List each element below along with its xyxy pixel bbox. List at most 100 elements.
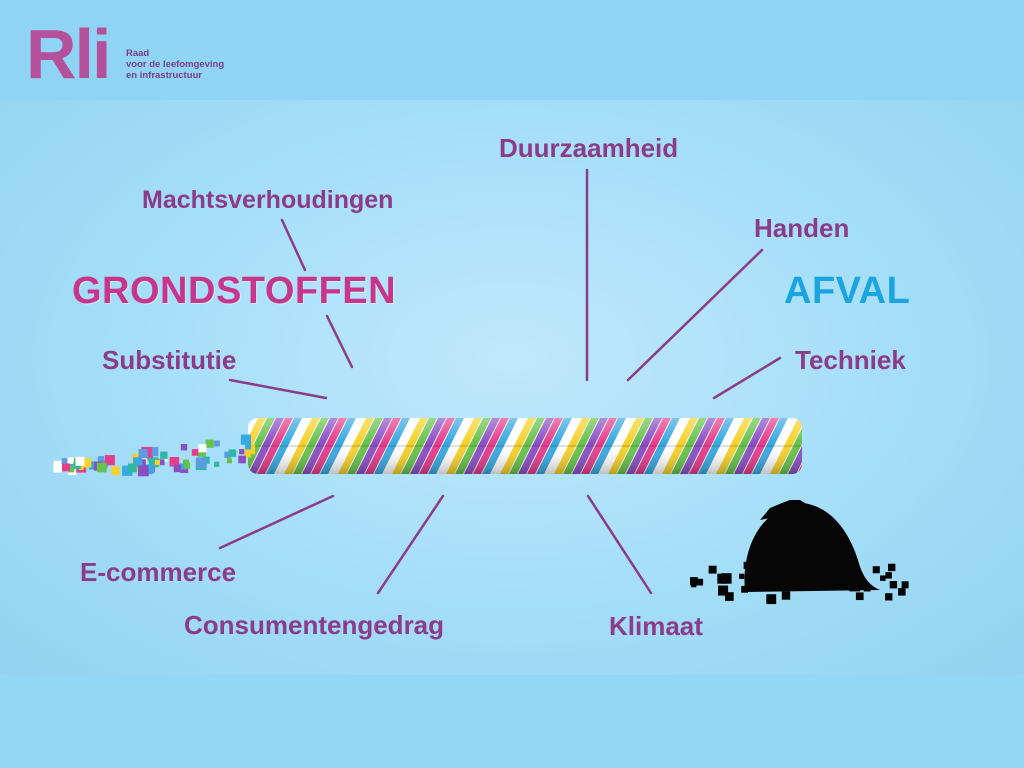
- waste-particle: [725, 592, 734, 601]
- material-cube: [214, 461, 220, 467]
- waste-particle: [708, 567, 715, 574]
- material-cube: [62, 463, 70, 472]
- material-cube: [198, 444, 207, 453]
- material-cube: [184, 462, 191, 469]
- label-machtsverhoudingen: Machtsverhoudingen: [142, 186, 394, 214]
- waste-particle: [901, 581, 909, 589]
- waste-particle: [835, 577, 841, 583]
- waste-particle: [855, 592, 864, 601]
- label-consumentengedrag: Consumentengedrag: [184, 610, 445, 640]
- material-cube: [169, 457, 180, 467]
- waste-particle: [762, 561, 769, 567]
- waste-particle: [888, 563, 896, 572]
- material-cube: [96, 462, 107, 473]
- connector-consumentengedrag: [376, 494, 445, 595]
- waste-particle: [815, 567, 824, 576]
- waste-particle: [781, 591, 791, 600]
- connector-substitutie: [228, 378, 328, 400]
- waste-particle: [853, 578, 862, 587]
- waste-particle: [885, 593, 893, 601]
- material-cube: [197, 448, 206, 457]
- waste-particle: [898, 588, 906, 596]
- waste-particle: [739, 573, 745, 579]
- material-cube: [111, 466, 120, 476]
- material-cube: [104, 455, 115, 466]
- material-cube: [147, 465, 155, 473]
- waste-particle: [743, 561, 751, 569]
- material-cube: [228, 449, 237, 457]
- material-cube: [158, 459, 165, 466]
- material-cube: [148, 457, 159, 468]
- material-cube: [179, 463, 186, 470]
- label-klimaat: Klimaat: [609, 611, 703, 641]
- material-cube: [67, 457, 74, 464]
- waste-particle: [766, 594, 777, 605]
- footer-band: [0, 675, 1024, 768]
- material-cube: [75, 456, 85, 466]
- connector-techniek: [712, 356, 782, 400]
- material-cube: [238, 455, 246, 464]
- material-cube: [78, 465, 84, 471]
- connector-lines: [218, 168, 782, 595]
- material-cube: [239, 449, 245, 455]
- raw-material-cubes: [53, 434, 255, 477]
- waste-particle: [750, 572, 758, 580]
- material-cube: [226, 458, 232, 464]
- material-cube: [173, 464, 182, 473]
- material-cube: [191, 449, 199, 456]
- waste-particle: [872, 566, 880, 574]
- waste-particle: [721, 573, 732, 584]
- material-cube: [122, 465, 133, 476]
- label-substitutie: Substitutie: [102, 345, 237, 375]
- waste-particle: [763, 579, 773, 588]
- waste-particle: [690, 581, 697, 588]
- connector-klimaat: [586, 494, 653, 595]
- logo-subtitle: Raad voor de leefomgeving en infrastruct…: [126, 48, 246, 81]
- material-cube: [245, 443, 251, 450]
- label-duurzaamheid: Duurzaamheid: [499, 133, 679, 163]
- rope-strand: [830, 412, 872, 480]
- label-handen: Handen: [754, 213, 850, 243]
- connector-machtsverhoudingen-upper: [280, 218, 307, 272]
- material-cube: [240, 434, 251, 445]
- waste-heap: [690, 500, 909, 605]
- waste-particle: [825, 578, 831, 585]
- waste-particle: [791, 565, 800, 574]
- logo-line-1: Raad: [126, 48, 150, 59]
- material-cube: [224, 451, 231, 458]
- material-cube: [180, 444, 188, 451]
- waste-particle: [798, 568, 808, 577]
- material-cube: [98, 456, 104, 462]
- rope-strand: [839, 412, 881, 480]
- logo-line-3: en infrastructuur: [126, 70, 203, 81]
- waste-particle: [758, 568, 767, 577]
- material-cube: [205, 439, 214, 448]
- waste-particle: [880, 575, 886, 581]
- logo-line-2: voor de leefomgeving: [126, 59, 225, 70]
- material-cube: [127, 463, 137, 473]
- waste-particle: [741, 585, 748, 593]
- material-cube: [68, 466, 75, 473]
- material-cube: [137, 465, 149, 477]
- waste-particle: [696, 578, 704, 586]
- rope: [248, 412, 881, 480]
- rope-strand: [812, 412, 854, 480]
- material-cube: [149, 447, 159, 457]
- waste-particle: [824, 573, 830, 579]
- material-cube: [214, 440, 220, 447]
- header-band: [0, 0, 1024, 100]
- waste-particle: [765, 568, 776, 578]
- rope-strand: [821, 412, 863, 480]
- label-techniek: Techniek: [795, 345, 906, 375]
- material-cube: [133, 457, 143, 467]
- heading-afval: AFVAL: [784, 270, 911, 312]
- waste-particle: [889, 581, 898, 589]
- connector-machtsverhoudingen-lower: [325, 314, 354, 369]
- waste-particle: [863, 584, 871, 592]
- waste-particle: [885, 572, 892, 579]
- logo-wordmark: Rli: [26, 15, 111, 93]
- material-cube: [82, 458, 92, 468]
- material-cube: [138, 449, 148, 459]
- material-cube: [53, 460, 62, 469]
